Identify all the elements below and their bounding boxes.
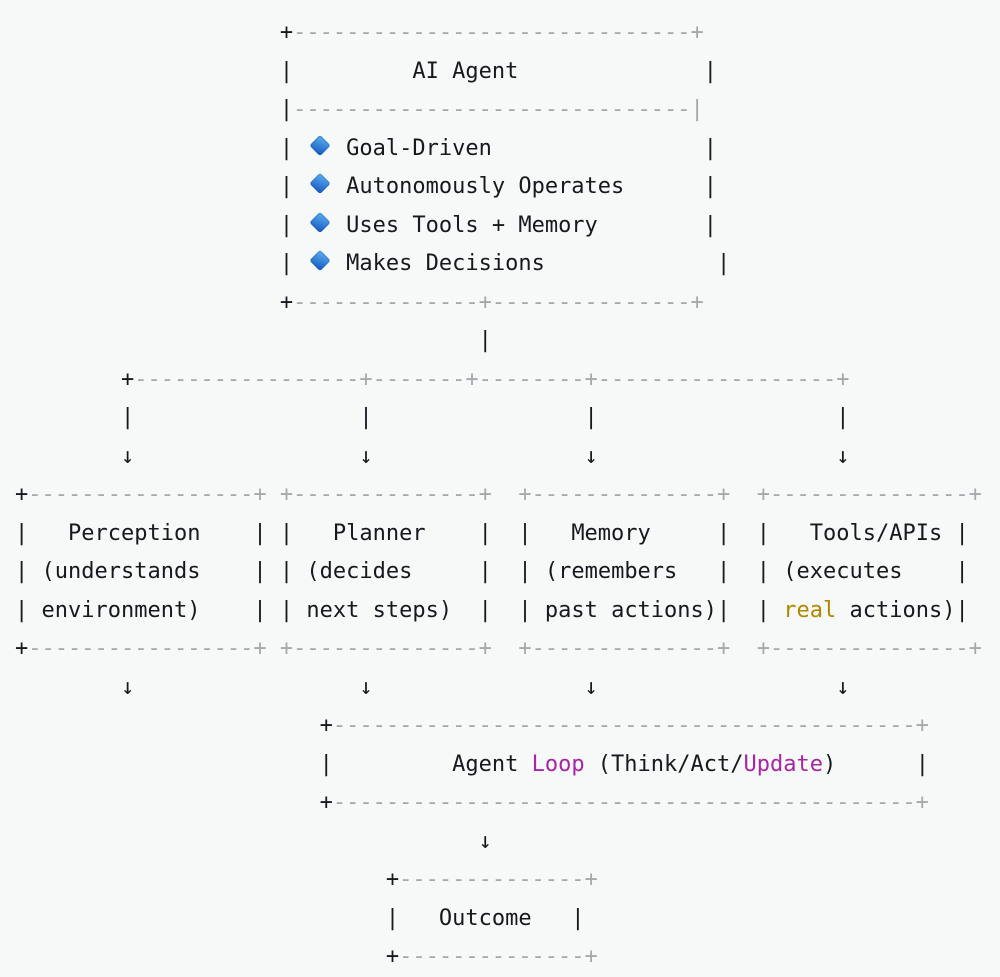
tools-apis-desc-line2: actions) — [849, 597, 956, 623]
component-boxes-bottom-border: +-----------------+ +--------------+ +--… — [15, 636, 982, 661]
outcome-title-row: | Outcome | — [15, 905, 585, 931]
ai-agent-title: AI Agent — [412, 58, 519, 84]
bullet-uses-tools-memory-label: Uses Tools + Memory — [346, 212, 598, 238]
agent-bullet-goal-driven: | Goal-Driven | — [15, 135, 718, 161]
planner-desc-line1: (decides — [306, 559, 413, 584]
loop-title-agent: Agent — [452, 751, 532, 777]
bullet-autonomously-operates-label: Autonomously Operates — [346, 174, 625, 199]
agent-box-top-border: +------------------------------+ — [15, 20, 704, 45]
tools-apis-desc-line1: (executes — [783, 559, 903, 584]
loop-box-bottom-border: +---------------------------------------… — [15, 790, 929, 815]
branch-line: +-----------------+-------+--------+----… — [15, 366, 850, 392]
component-boxes-top-border: +-----------------+ +--------------+ +--… — [15, 482, 982, 507]
loop-box-top-border: +---------------------------------------… — [15, 713, 929, 738]
loop-keyword: Loop — [531, 751, 585, 777]
memory-desc-line1: (remembers — [544, 559, 678, 584]
loop-title-think-act: (Think/Act/ — [584, 751, 744, 777]
agent-bullet-autonomously-operates: | Autonomously Operates | — [15, 174, 718, 199]
component-desc-row-1: | (understands | | (decides | | (remembe… — [15, 559, 969, 584]
loop-box-title-row: | Agent Loop (Think/Act/Update) | — [15, 751, 929, 777]
outcome-box-bottom-border: +--------------+ — [15, 944, 598, 969]
planner-desc-line2: next steps) — [306, 597, 453, 623]
agent-bullet-makes-decisions: | Makes Decisions | — [15, 251, 731, 276]
component-titles-row: | Perception | | Planner | | Memory | | … — [15, 520, 969, 546]
bullet-goal-driven-label: Goal-Driven — [346, 135, 492, 161]
outcome-arrow: ↓ — [15, 828, 492, 854]
branch-pipes: | | | | — [15, 405, 850, 430]
agent-box-title-row: | AI Agent | — [15, 58, 718, 84]
update-keyword: Update — [743, 751, 823, 777]
perception-desc-line1: (understands — [41, 559, 201, 584]
connector-stem: | — [15, 328, 492, 353]
memory-title: Memory — [571, 520, 651, 546]
bullet-makes-decisions-label: Makes Decisions — [346, 251, 545, 276]
outcome-title: Outcome — [438, 905, 532, 931]
perception-title: Perception — [67, 520, 201, 546]
memory-desc-line2: past actions) — [544, 597, 718, 623]
agent-bullet-uses-tools-memory: | Uses Tools + Memory | — [15, 212, 718, 238]
branch-arrows: ↓ ↓ ↓ ↓ — [15, 443, 850, 469]
agent-box-bottom-border: +--------------+---------------+ — [15, 289, 704, 315]
component-desc-row-2: | environment) | | next steps) | | past … — [15, 597, 969, 623]
agent-box-separator: |------------------------------| — [15, 97, 704, 122]
planner-title: Planner — [332, 520, 426, 546]
perception-desc-line2: environment) — [41, 597, 201, 623]
outcome-box-top-border: +--------------+ — [15, 867, 598, 892]
tools-apis-real-keyword: real — [783, 597, 837, 623]
tools-apis-title: Tools/APIs — [809, 520, 943, 546]
component-arrows: ↓ ↓ ↓ ↓ — [15, 674, 850, 700]
